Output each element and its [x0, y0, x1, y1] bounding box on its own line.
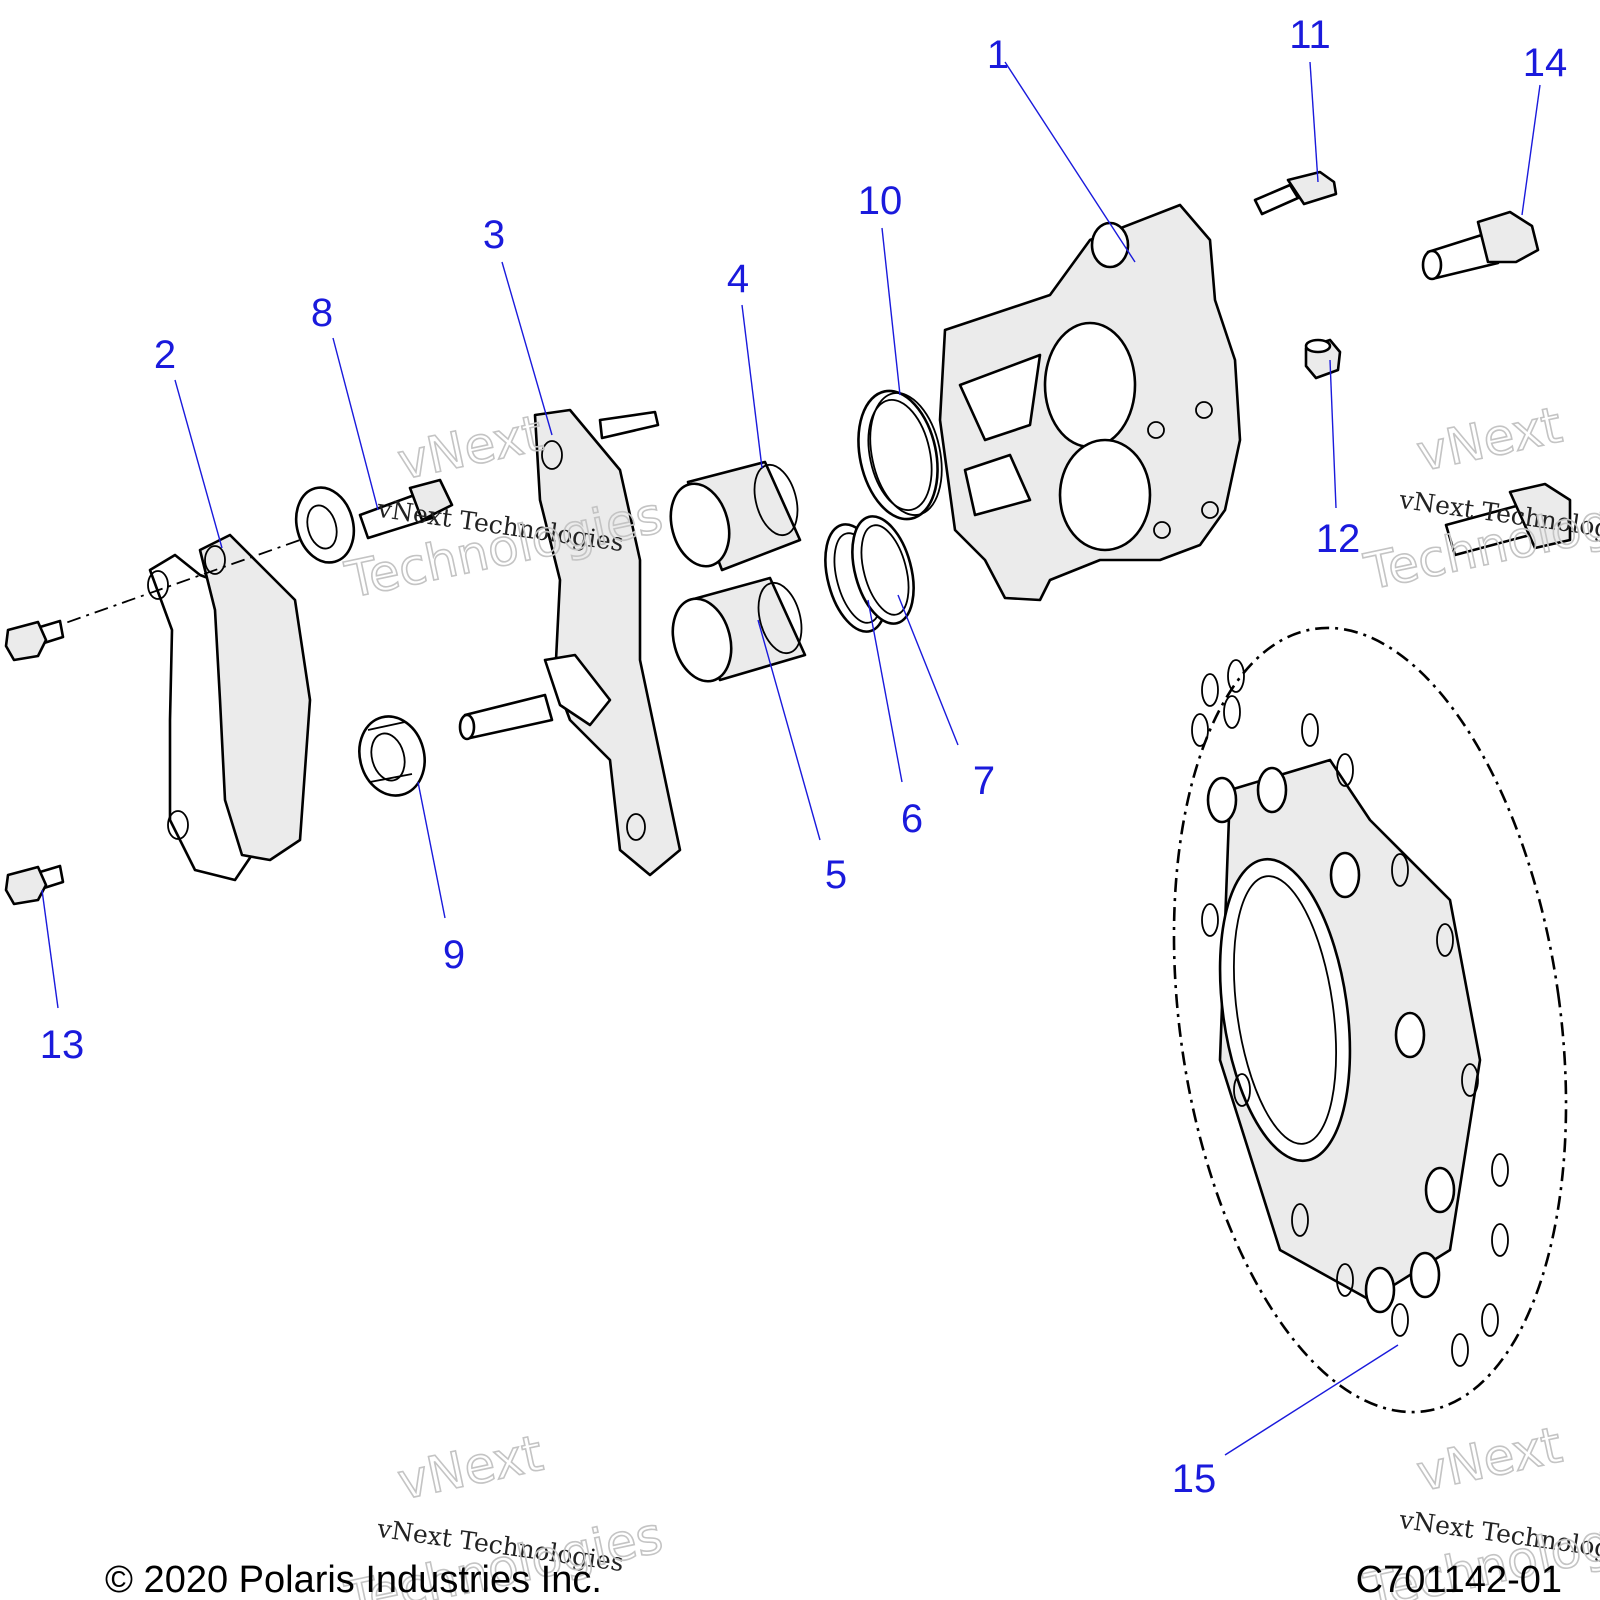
callout-8: 8: [311, 291, 333, 335]
figure-code: C701142-01: [1356, 1559, 1562, 1600]
callout-4: 4: [727, 257, 749, 301]
small-bolts-part-13: [4, 619, 65, 906]
brake-pads-part-2: [147, 533, 312, 882]
watermark-brand: vNext: [393, 404, 548, 491]
boot-part-9: [358, 715, 426, 797]
callout-labels: 1 2 3 4 5 6 7 8 9 10 11 12 13 14 15: [40, 13, 1568, 1501]
watermark-top-right: vNext vNext Technologies Technologies: [1359, 395, 1600, 602]
brake-disc-part-15: [1172, 626, 1568, 1414]
callout-5: 5: [825, 853, 847, 897]
watermark-brand: vNext: [1412, 1416, 1567, 1503]
cap-part-12: [1304, 338, 1572, 557]
callout-15: 15: [1172, 1457, 1217, 1501]
bleeder-screw-part-11: [1253, 170, 1338, 216]
callout-13: 13: [40, 1023, 85, 1067]
callout-10: 10: [858, 179, 903, 223]
watermark-brand: vNext: [393, 1424, 548, 1511]
callout-7: 7: [973, 759, 995, 803]
pistons-part-4-5: [669, 460, 807, 683]
watermark-brand: vNext: [1412, 396, 1567, 483]
callout-1: 1: [987, 33, 1009, 77]
callout-12: 12: [1316, 517, 1361, 561]
piston-seal-part-10: [857, 389, 943, 521]
callout-2: 2: [154, 333, 176, 377]
mounting-bracket-part-3: [458, 408, 682, 877]
callout-11: 11: [1289, 13, 1331, 57]
leader-lines: [41, 61, 1541, 1456]
callout-9: 9: [443, 933, 465, 977]
callout-3: 3: [483, 213, 505, 257]
copyright-notice: © 2020 Polaris Industries Inc.: [105, 1559, 602, 1600]
bolt-part-14: [1421, 210, 1540, 281]
callout-14: 14: [1523, 41, 1568, 85]
callout-6: 6: [901, 797, 923, 841]
caliper-body-part-1: [938, 203, 1242, 602]
slide-pin-part-8: [294, 478, 454, 564]
